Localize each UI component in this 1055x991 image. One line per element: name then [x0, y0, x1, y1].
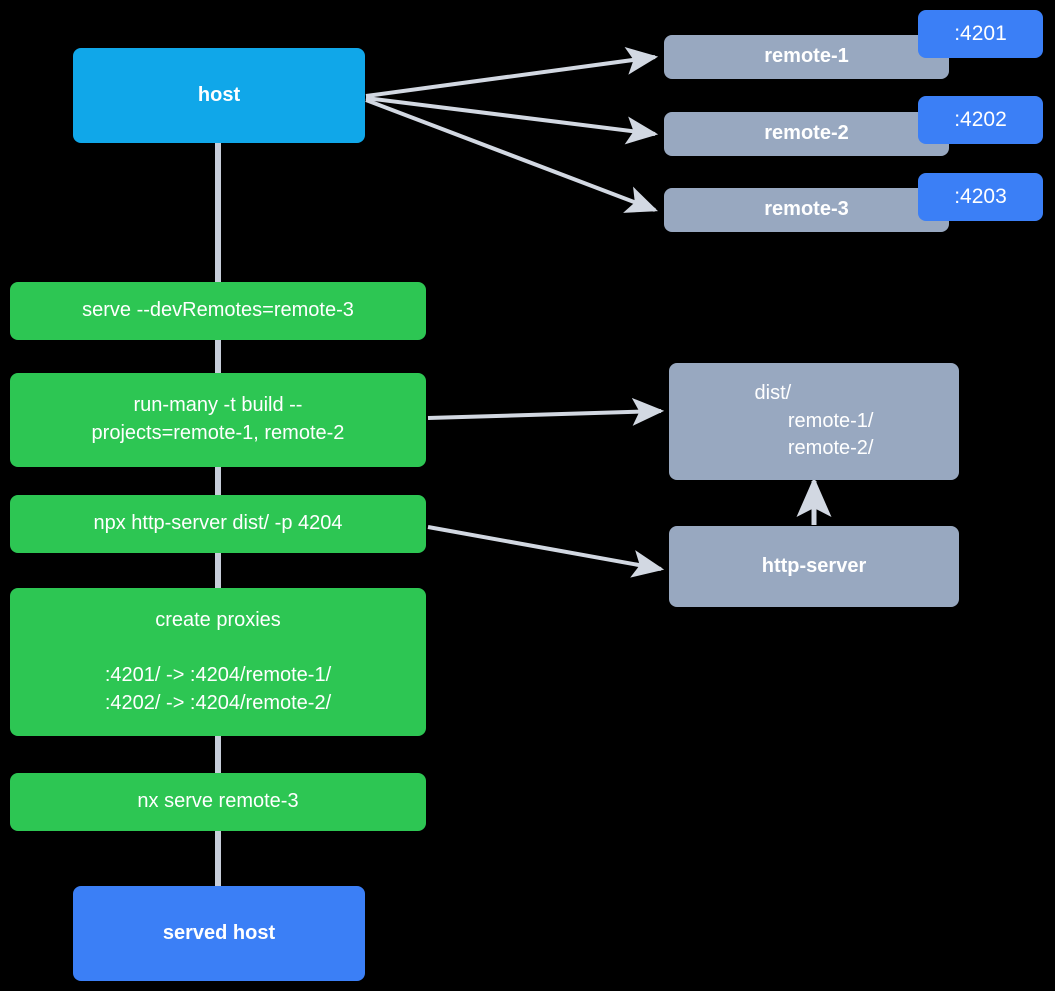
port-badge-remote-2[interactable]: :4202: [918, 96, 1043, 144]
port-badge-remote-1[interactable]: :4201: [918, 10, 1043, 58]
node-remote-2[interactable]: remote-2: [664, 112, 949, 156]
edge-host-to-remote-3: [365, 98, 658, 213]
node-remote-3-label: remote-3: [764, 198, 849, 221]
node-cmd-create-proxies[interactable]: create proxies :4201/ -> :4204/remote-1/…: [10, 588, 426, 736]
node-remote-3[interactable]: remote-3: [664, 188, 949, 232]
node-cmd-nx-serve-remote-3-label: nx serve remote-3: [137, 790, 299, 813]
node-dist-folder[interactable]: dist/ remote-1/ remote-2/: [669, 363, 959, 480]
node-cmd-run-many-build[interactable]: run-many -t build -- projects=remote-1, …: [10, 373, 426, 467]
node-remote-2-label: remote-2: [764, 122, 849, 145]
node-cmd-serve-devremotes[interactable]: serve --devRemotes=remote-3: [10, 282, 426, 340]
node-host[interactable]: host: [73, 48, 365, 143]
node-cmd-create-proxies-label: create proxies :4201/ -> :4204/remote-1/…: [104, 608, 332, 714]
node-cmd-serve-devremotes-label: serve --devRemotes=remote-3: [82, 299, 354, 322]
node-http-server-label: http-server: [761, 554, 867, 577]
node-cmd-run-many-build-label: run-many -t build -- projects=remote-1, …: [91, 394, 345, 444]
node-dist-folder-label: dist/ remote-1/ remote-2/: [754, 382, 874, 460]
edge-host-to-remote-2: [365, 96, 659, 145]
edge-cmd-http-server-to-http-server: [427, 525, 665, 578]
port-badge-remote-3[interactable]: :4203: [918, 173, 1043, 221]
node-remote-1-label: remote-1: [764, 45, 849, 68]
node-cmd-npx-http-server-label: npx http-server dist/ -p 4204: [93, 512, 343, 535]
node-cmd-nx-serve-remote-3[interactable]: nx serve remote-3: [10, 773, 426, 831]
node-remote-1[interactable]: remote-1: [664, 35, 949, 79]
node-served-host[interactable]: served host: [73, 886, 365, 981]
node-host-label: host: [197, 83, 241, 106]
node-http-server[interactable]: http-server: [669, 526, 959, 607]
node-served-host-label: served host: [162, 921, 276, 944]
edge-host-to-remote-1: [365, 46, 659, 98]
edge-cmd-run-many-to-dist: [427, 397, 665, 426]
port-badge-remote-1-label: :4201: [954, 21, 1007, 45]
port-badge-remote-2-label: :4202: [954, 107, 1007, 131]
port-badge-remote-3-label: :4203: [954, 184, 1007, 208]
node-cmd-npx-http-server[interactable]: npx http-server dist/ -p 4204: [10, 495, 426, 553]
